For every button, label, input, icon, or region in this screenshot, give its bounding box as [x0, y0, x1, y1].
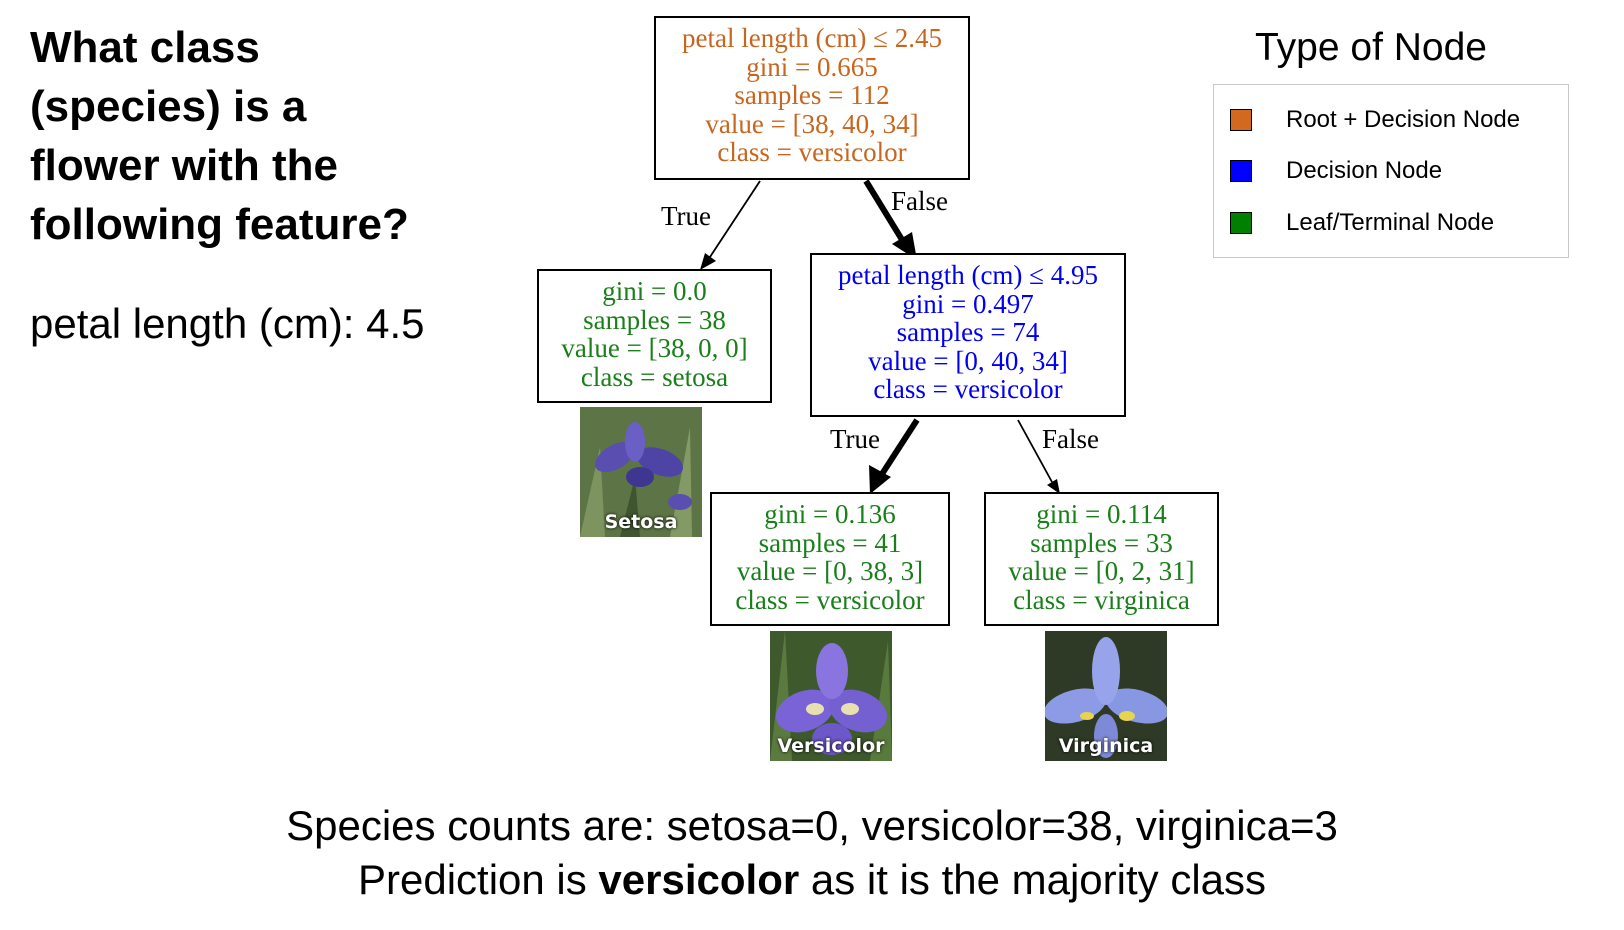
versicolor-flower-image: Versicolor: [770, 631, 892, 761]
legend-item-decision: Decision Node: [1230, 157, 1442, 185]
node-line: gini = 0.497: [902, 288, 1034, 319]
node-line: samples = 38: [583, 304, 726, 335]
edge-root-false: [863, 179, 907, 245]
legend-item-leaf: Leaf/Terminal Node: [1230, 209, 1494, 237]
edge-dec-false: [1017, 419, 1053, 483]
edge-dec-true: [879, 418, 920, 476]
versicolor-flower-label: Versicolor: [777, 735, 885, 757]
prediction-suffix: as it is the majority class: [799, 856, 1267, 903]
node-line: samples = 74: [896, 317, 1040, 347]
node-line: samples = 33: [1030, 527, 1173, 558]
prediction-text: Prediction is versicolor as it is the ma…: [0, 856, 1624, 904]
edge-dec-true-arrow: [869, 465, 891, 494]
node-line: value = [0, 2, 31]: [1008, 556, 1195, 586]
edge-label-dec-false: False: [1042, 424, 1099, 454]
species-counts-text: Species counts are: setosa=0, versicolor…: [286, 802, 1338, 849]
legend-label: Decision Node: [1286, 157, 1443, 184]
node-line: value = [0, 38, 3]: [736, 556, 924, 586]
node-line: class = versicolor: [735, 584, 925, 615]
versicolor-leaf-node: gini = 0.136 samples = 41 value = [0, 38…: [710, 492, 950, 626]
node-line: gini = 0.665: [746, 51, 878, 82]
legend: Root + Decision Node Decision Node Leaf/…: [1213, 84, 1569, 258]
node-line: value = [0, 40, 34]: [868, 345, 1068, 376]
feature-value: petal length (cm): 4.5: [30, 300, 425, 347]
decision-node: petal length (cm) ≤ 4.95 gini = 0.497 sa…: [810, 253, 1126, 417]
legend-title: Type of Node: [1255, 26, 1487, 69]
node-line: samples = 112: [734, 80, 890, 110]
edge-label-root-false: False: [891, 186, 948, 216]
setosa-leaf-node: gini = 0.0 samples = 38 value = [38, 0, …: [537, 269, 772, 403]
legend-label: Root + Decision Node: [1286, 106, 1521, 133]
node-line: class = versicolor: [873, 374, 1063, 404]
edge-label-root-true: True: [661, 201, 712, 231]
node-line: value = [38, 40, 34]: [705, 108, 919, 139]
node-line: class = virginica: [1013, 584, 1190, 615]
setosa-flower-image: Setosa: [580, 407, 702, 537]
virginica-flower-label: Virginica: [1058, 735, 1154, 757]
node-line: class = versicolor: [717, 137, 907, 167]
setosa-flower-label: Setosa: [604, 511, 678, 533]
edge-root-true: [707, 180, 761, 261]
legend-item-root: Root + Decision Node: [1230, 106, 1520, 134]
legend-swatch-leaf: [1230, 212, 1252, 234]
virginica-leaf-node: gini = 0.114 samples = 33 value = [0, 2,…: [984, 492, 1219, 626]
question-line: following feature?: [30, 200, 409, 249]
node-line: gini = 0.136: [764, 499, 896, 529]
prediction-class: versicolor: [598, 856, 800, 903]
question-line: flower with the: [30, 141, 338, 190]
node-line: samples = 41: [758, 527, 902, 558]
legend-swatch-decision: [1230, 160, 1252, 182]
question-line: What class: [30, 23, 260, 72]
node-line: petal length (cm) ≤ 2.45: [682, 23, 942, 53]
question-line: (species) is a: [30, 82, 307, 131]
virginica-flower-image: Virginica: [1045, 631, 1167, 761]
node-line: petal length (cm) ≤ 4.95: [838, 260, 1098, 290]
legend-label: Leaf/Terminal Node: [1286, 209, 1495, 236]
prediction-prefix: Prediction is: [357, 856, 599, 903]
node-line: gini = 0.114: [1036, 499, 1167, 529]
legend-swatch-root: [1230, 109, 1252, 131]
node-line: class = setosa: [580, 361, 729, 392]
question-text: What class (species) is a flower with th…: [30, 18, 490, 254]
node-line: gini = 0.0: [602, 276, 707, 306]
edge-root-true-arrow: [700, 253, 716, 270]
edge-dec-false-arrow: [1047, 479, 1060, 494]
root-node: petal length (cm) ≤ 2.45 gini = 0.665 sa…: [654, 16, 970, 180]
node-line: value = [38, 0, 0]: [561, 333, 748, 363]
edge-label-dec-true: True: [830, 424, 881, 454]
